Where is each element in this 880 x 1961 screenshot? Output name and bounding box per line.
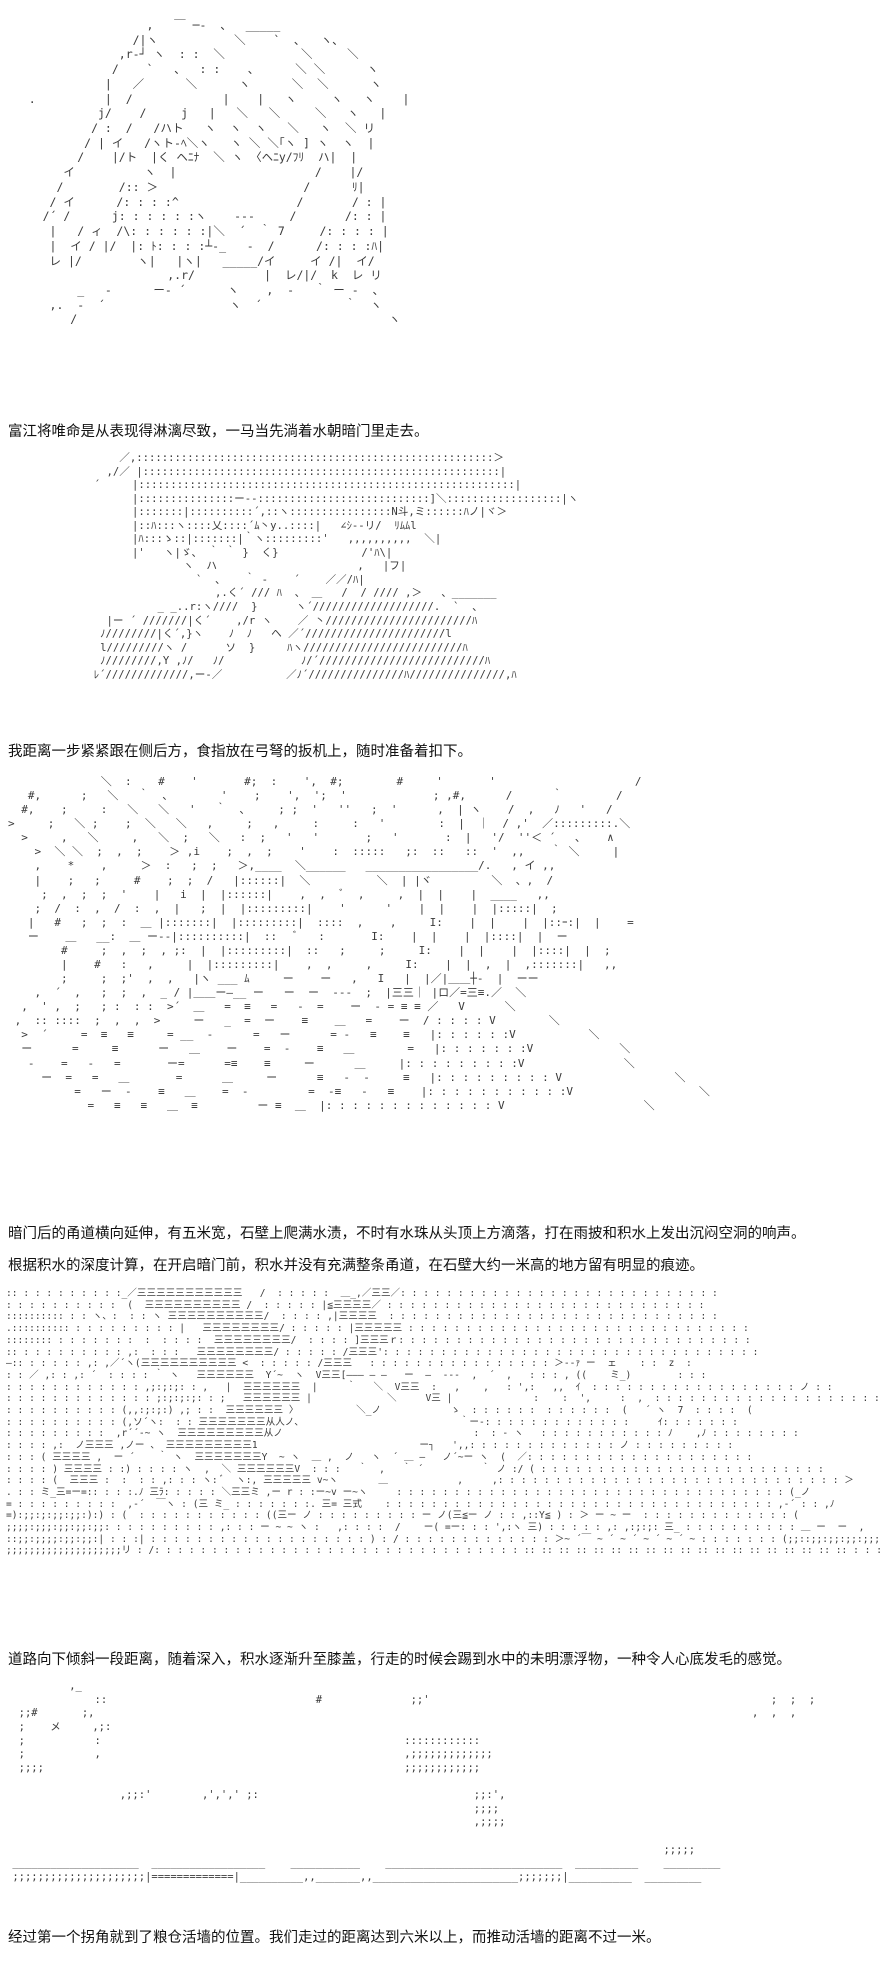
- story-paragraph-4: 根据积水的深度计算，在开启暗门前，积水并没有充满整条甬道，在石壁大约一米高的地方…: [8, 1258, 704, 1274]
- ascii-art-narrator-with-crossbow: ／,::::::::::::::::::::::::::::::::::::::…: [93, 452, 579, 681]
- ascii-art-tomie-portrait: , ￣ ─- 、 _____ /|ヽ ＼ ` ､ ヽ、 ,r‐┘ ヽ : : ＼…: [28, 18, 410, 327]
- story-paragraph-5: 道路向下倾斜一段距离，随着深入，积水逐渐升至膝盖，行走的时候会踢到水中的未明漂浮…: [8, 1652, 791, 1668]
- story-paragraph-1: 富江将唯命是从表现得淋漓尽致，一马当先淌着水朝暗门里走去。: [8, 424, 429, 440]
- ascii-art-flooded-tunnel: :: : : : : : : : : :_／三三三三三三三三三三三 / : : …: [6, 1288, 880, 1557]
- story-paragraph-6: 经过第一个拐角就到了粮仓活墙的位置。我们走过的距离达到六米以上，而推动活墙的距离…: [8, 1930, 661, 1946]
- ascii-art-hidden-corridor: ＼ : # ' #; : ', #; # ' ' / #, ; ＼ ｀ ､ ' …: [8, 775, 710, 1112]
- story-paragraph-3: 暗门后的甬道横向延伸，有五米宽，石壁上爬满水渍，不时有水珠从头顶上方滴落，打在雨…: [8, 1226, 806, 1242]
- ascii-art-water-surface: ,_ :: # ;;' ; ; ; ;;# ;,: [12, 1680, 816, 1883]
- story-paragraph-2: 我距离一步紧紧跟在侧后方，食指放在弓弩的扳机上，随时准备着扣下。: [8, 744, 472, 760]
